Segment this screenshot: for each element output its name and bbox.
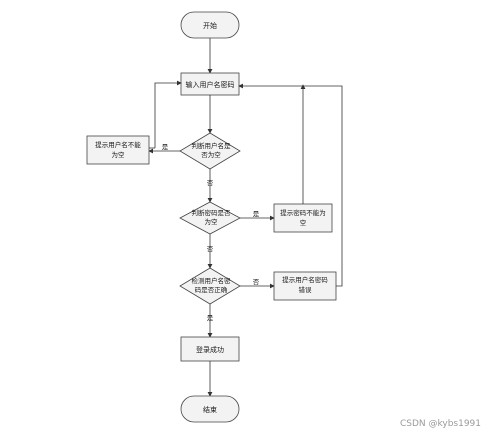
check-username-label-2: 否为空 <box>201 150 221 159</box>
edge-label-no-3: 否 <box>253 278 260 286</box>
password-empty-label-2: 空 <box>300 218 307 227</box>
username-empty-label-1: 提示用户名不能 <box>95 140 141 149</box>
check-password-decision: 判断密码是否 为空 <box>179 201 241 235</box>
check-username-decision: 判断用户名是 否为空 <box>179 132 241 170</box>
input-node: 输入用户名密码 <box>180 72 240 96</box>
start-label: 开始 <box>203 21 217 30</box>
edge-label-no-1: 否 <box>207 179 214 187</box>
password-empty-label-1: 提示密码不能为 <box>280 208 326 217</box>
check-password-label-1: 判断密码是否 <box>192 208 232 217</box>
username-empty-label-2: 为空 <box>112 150 126 159</box>
end-node: 结束 <box>180 395 240 423</box>
edge-label-yes-1: 是 <box>162 143 169 151</box>
start-node: 开始 <box>180 11 240 39</box>
username-empty-node: 提示用户名不能 为空 <box>86 135 150 165</box>
check-credentials-decision: 检测用户名密 码是否正确 <box>179 267 241 305</box>
check-username-label-1: 判断用户名是 <box>192 141 232 150</box>
check-password-label-2: 为空 <box>205 217 219 226</box>
login-success-label: 登录成功 <box>196 345 224 354</box>
check-credentials-label-1: 检测用户名密 <box>192 276 232 285</box>
credentials-wrong-node: 提示用户名密码 错误 <box>273 271 337 301</box>
credentials-wrong-label-2: 错误 <box>299 285 313 294</box>
check-credentials-label-2: 码是否正确 <box>195 285 228 294</box>
edge-user-empty-back <box>154 80 182 148</box>
login-success-node: 登录成功 <box>180 336 240 362</box>
edge-label-yes-3: 是 <box>207 314 214 322</box>
watermark: CSDN @kybs1991 <box>400 419 481 429</box>
edge-label-yes-2: 是 <box>253 210 260 218</box>
password-empty-node: 提示密码不能为 空 <box>273 203 333 233</box>
edge-label-no-2: 否 <box>207 245 214 253</box>
input-label: 输入用户名密码 <box>186 80 235 89</box>
edge-credentials-wrong-back <box>238 83 343 287</box>
end-label: 结束 <box>203 405 217 414</box>
credentials-wrong-label-1: 提示用户名密码 <box>282 275 328 284</box>
